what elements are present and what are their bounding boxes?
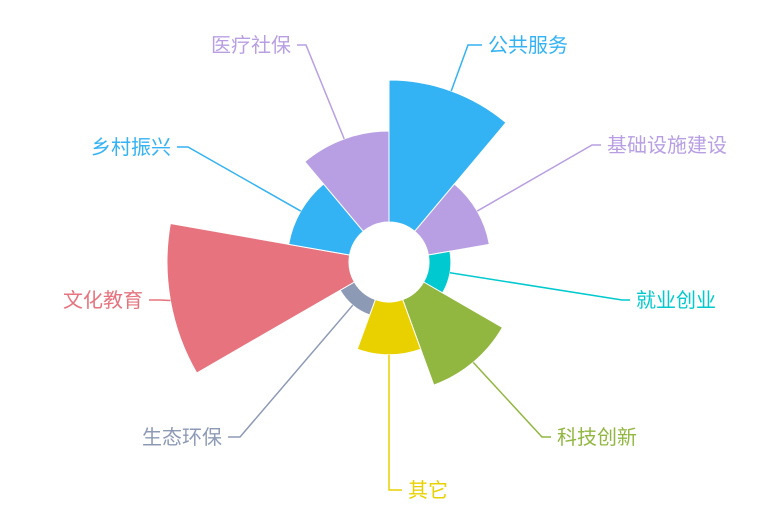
sector-label: 生态环保 [142, 425, 222, 449]
label-leader-line [149, 299, 171, 302]
sector-label: 医疗社保 [211, 33, 291, 57]
sector-label: 乡村振兴 [91, 135, 171, 159]
sector-label: 公共服务 [488, 33, 568, 57]
sector-label: 其它 [408, 478, 448, 502]
rose-sector[interactable] [166, 222, 356, 374]
label-leader-line [297, 44, 345, 140]
label-leader-line [449, 271, 630, 301]
label-leader-line [450, 44, 482, 92]
sector-label: 科技创新 [557, 425, 637, 449]
rose-sector[interactable] [402, 281, 504, 386]
rose-sector[interactable] [304, 130, 390, 233]
rose-sector[interactable] [388, 79, 507, 233]
sector-label: 文化教育 [63, 288, 143, 312]
sector-label: 就业创业 [636, 288, 716, 312]
rose-sector[interactable] [288, 183, 364, 256]
rose-sector[interactable] [356, 298, 422, 356]
sector-label: 基础设施建设 [607, 133, 727, 157]
label-leader-line [476, 144, 601, 212]
label-leader-line [177, 146, 302, 212]
rose-sector[interactable] [414, 183, 490, 256]
label-leader-line [472, 361, 551, 438]
label-leader-line [388, 354, 402, 491]
label-leader-line [228, 304, 354, 438]
